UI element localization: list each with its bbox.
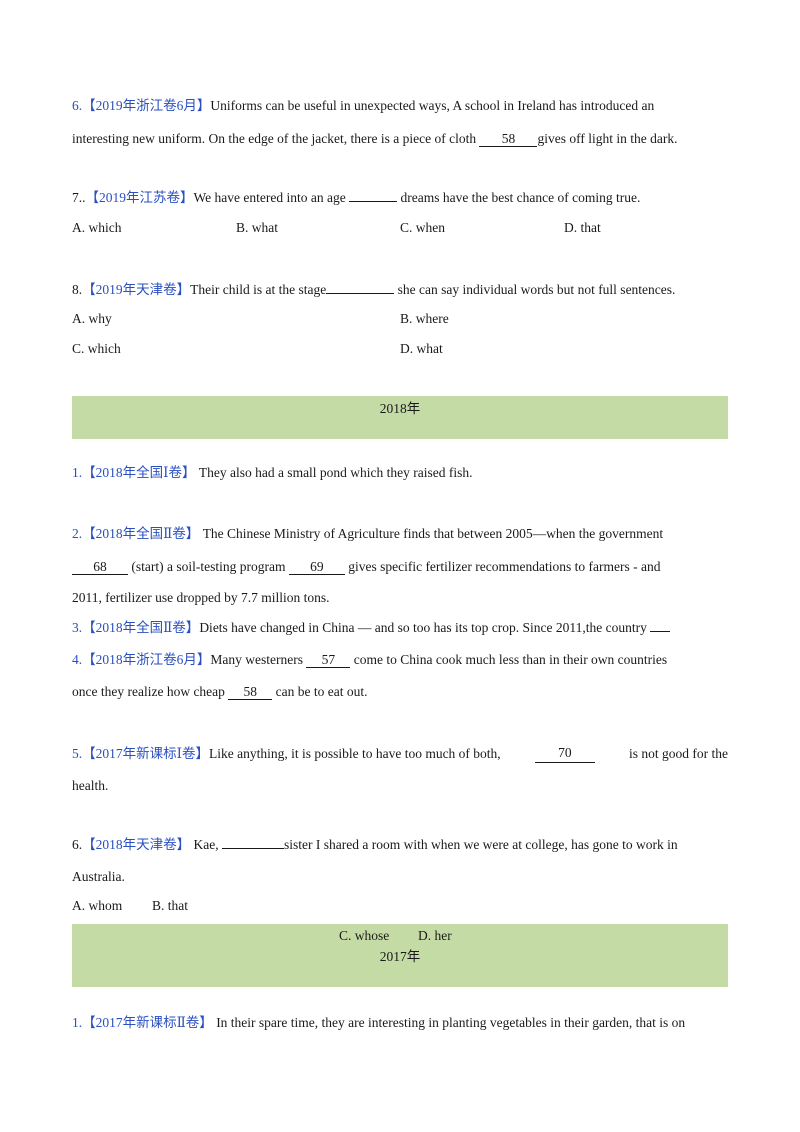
option-a: A. whom (72, 898, 123, 913)
question-text: Australia. (72, 869, 125, 884)
question-2018-6-line1: 6.【2018年天津卷】 Kae, sister I shared a room… (72, 836, 678, 854)
question-number: 3. (72, 620, 83, 635)
question-2018-5-line1: 5.【2017年新课标Ⅰ卷】Like anything, it is possi… (72, 745, 728, 763)
question-text: We have entered into an age (193, 190, 346, 205)
question-2018-2-line1: 2.【2018年全国Ⅱ卷】 The Chinese Ministry of Ag… (72, 525, 663, 543)
question-text: come to China cook much less than in the… (353, 652, 668, 667)
answer-blank: 69 (288, 559, 345, 575)
option-c: C. which (72, 341, 121, 356)
question-text: is not good for the (629, 746, 728, 761)
option-d: D. what (400, 341, 443, 356)
question-2018-1: 1.【2018年全国Ⅰ卷】 They also had a small pond… (72, 464, 473, 482)
question-2017-1: 1.【2017年新课标Ⅱ卷】 In their spare time, they… (72, 1014, 685, 1032)
question-2019-6-line1: 6.【2019年浙江卷6月】Uniforms can be useful in … (72, 97, 654, 115)
option-a: A. why (72, 311, 112, 326)
question-text: Like anything, it is possible to have to… (208, 746, 501, 761)
question-2018-3: 3.【2018年全国Ⅱ卷】Diets have changed in China… (72, 619, 671, 637)
question-text: gives specific fertilizer recommendation… (348, 559, 661, 574)
question-number: 6. (72, 98, 83, 113)
question-number: 8. (72, 282, 83, 297)
question-text: sister I shared a room with when we were… (283, 837, 678, 852)
question-text: she can say individual words but not ful… (397, 282, 676, 297)
question-text: health. (72, 778, 109, 793)
question-number: 6. (72, 837, 83, 852)
question-text: Many westerners (210, 652, 303, 667)
question-text: gives off light in the dark. (537, 131, 678, 146)
source-tag: 【2018年全国Ⅰ卷】 (82, 465, 196, 480)
question-number: 4. (72, 652, 83, 667)
source-tag: 【2017年新课标Ⅰ卷】 (82, 746, 209, 761)
question-text: 2011, fertilizer use dropped by 7.7 mill… (72, 590, 330, 605)
answer-blank: 68 (72, 559, 128, 575)
question-2018-2-line2: 68 (start) a soil-testing program 69 giv… (72, 558, 660, 576)
question-2018-4-line2: once they realize how cheap 58 can be to… (72, 683, 368, 701)
question-text: dreams have the best chance of coming tr… (400, 190, 641, 205)
question-text: Diets have changed in China — and so too… (199, 620, 647, 635)
question-2018-4-line1: 4.【2018年浙江卷6月】Many westerners 57 come to… (72, 651, 667, 669)
question-text: They also had a small pond which they ra… (198, 465, 473, 480)
answer-blank: 58 (228, 684, 273, 700)
question-number: 5. (72, 746, 83, 761)
source-tag: 【2018年全国Ⅱ卷】 (82, 526, 200, 541)
question-2018-5-line2: health. (72, 777, 108, 795)
source-tag: 【2019年天津卷】 (82, 282, 191, 297)
question-2018-2-line3: 2011, fertilizer use dropped by 7.7 mill… (72, 589, 329, 607)
source-tag: 【2018年全国Ⅱ卷】 (82, 620, 200, 635)
year-section-header-2017: C. whose D. her 2017年 (72, 924, 728, 987)
question-text: Kae, (193, 837, 219, 852)
source-tag: 【2019年江苏卷】 (85, 190, 194, 205)
answer-blank (326, 293, 395, 294)
question-number: 1. (72, 465, 83, 480)
answer-blank (221, 848, 284, 849)
question-text: once they realize how cheap (72, 684, 225, 699)
question-2019-7: 7..【2019年江苏卷】We have entered into an age… (72, 189, 640, 207)
question-text: In their spare time, they are interestin… (216, 1015, 686, 1030)
answer-blank (650, 631, 671, 632)
answer-blank (349, 201, 398, 202)
answer-blank: 57 (306, 652, 351, 668)
option-b: B. what (236, 220, 278, 235)
source-tag: 【2017年新课标Ⅱ卷】 (82, 1015, 213, 1030)
year-label: 2017年 (379, 949, 421, 964)
question-text: Their child is at the stage (190, 282, 327, 297)
year-label: 2018年 (379, 401, 421, 416)
question-number: 7.. (72, 190, 86, 205)
question-text: (start) a soil-testing program (131, 559, 286, 574)
question-text: Uniforms can be useful in unexpected way… (210, 98, 655, 113)
question-2019-8: 8.【2019年天津卷】Their child is at the stage … (72, 281, 675, 299)
option-a: A. which (72, 220, 122, 235)
option-c: C. whose (339, 928, 390, 943)
source-tag: 【2018年天津卷】 (82, 837, 191, 852)
source-tag: 【2019年浙江卷6月】 (82, 98, 211, 113)
question-number: 1. (72, 1015, 83, 1030)
option-d: D. her (418, 928, 452, 943)
option-c: C. when (400, 220, 445, 235)
question-text: The Chinese Ministry of Agriculture find… (202, 526, 664, 541)
answer-blank: 70 (534, 745, 595, 763)
question-text: interesting new uniform. On the edge of … (72, 131, 477, 146)
question-lead: 5.【2017年新课标Ⅰ卷】Like anything, it is possi… (72, 745, 501, 763)
source-tag: 【2018年浙江卷6月】 (82, 652, 211, 667)
question-number: 2. (72, 526, 83, 541)
year-section-header-2018: 2018年 (72, 396, 728, 439)
answer-blank: 58 (479, 131, 538, 147)
question-2018-6-line2: Australia. (72, 868, 125, 886)
question-2019-6-line2: interesting new uniform. On the edge of … (72, 130, 677, 148)
question-text: can be to eat out. (275, 684, 368, 699)
option-b: B. where (400, 311, 449, 326)
option-d: D. that (564, 220, 601, 235)
option-b: B. that (152, 898, 188, 913)
